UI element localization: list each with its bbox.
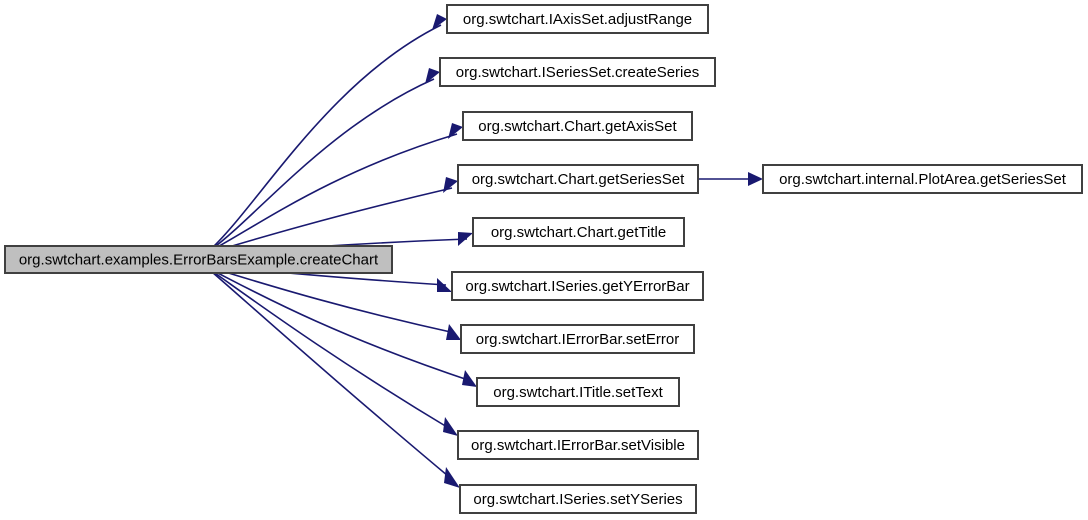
edge-layer: [211, 14, 763, 488]
arrowhead-icon: [448, 123, 463, 139]
node-label: org.swtchart.Chart.getSeriesSet: [472, 171, 685, 188]
graph-node-setYSeries[interactable]: org.swtchart.ISeries.setYSeries: [459, 484, 697, 514]
node-label: org.swtchart.ISeries.getYErrorBar: [465, 278, 689, 295]
node-box[interactable]: [762, 164, 1083, 194]
call-edge-root-to-setVisible: [211, 270, 458, 436]
arrowhead-icon: [458, 232, 473, 246]
node-box[interactable]: [472, 217, 685, 247]
node-label: org.swtchart.ISeriesSet.createSeries: [456, 64, 699, 81]
node-box[interactable]: [462, 111, 693, 141]
graph-node-createSeries[interactable]: org.swtchart.ISeriesSet.createSeries: [439, 57, 716, 87]
node-label: org.swtchart.internal.PlotArea.getSeries…: [779, 171, 1067, 188]
edge-line: [211, 78, 435, 250]
node-label: org.swtchart.Chart.getTitle: [491, 224, 666, 241]
graph-node-getAxisSet[interactable]: org.swtchart.Chart.getAxisSet: [462, 111, 693, 141]
arrowhead-icon: [425, 68, 440, 84]
node-label: org.swtchart.ITitle.setText: [493, 384, 663, 401]
node-box[interactable]: [451, 271, 704, 301]
graph-node-setError[interactable]: org.swtchart.IErrorBar.setError: [460, 324, 695, 354]
graph-node-getTitle[interactable]: org.swtchart.Chart.getTitle: [472, 217, 685, 247]
arrowhead-icon: [446, 324, 461, 340]
edge-line: [211, 267, 456, 334]
call-edge-root-to-getAxisSet: [211, 123, 463, 251]
node-layer: org.swtchart.examples.ErrorBarsExample.c…: [4, 4, 1083, 514]
call-edge-root-to-setText: [211, 269, 477, 387]
focus-node-box[interactable]: [4, 245, 393, 274]
node-label: org.swtchart.IErrorBar.setError: [476, 331, 679, 348]
graph-node-plotAreaGetSeriesSet[interactable]: org.swtchart.internal.PlotArea.getSeries…: [762, 164, 1083, 194]
arrowhead-icon: [432, 14, 447, 30]
node-box[interactable]: [439, 57, 716, 87]
edge-line: [211, 24, 442, 249]
node-label: org.swtchart.IAxisSet.adjustRange: [463, 11, 692, 28]
arrowhead-icon: [443, 177, 458, 193]
graph-node-setText[interactable]: org.swtchart.ITitle.setText: [476, 377, 680, 407]
edge-line: [211, 269, 472, 382]
arrowhead-icon: [462, 370, 477, 387]
call-edge-root-to-createSeries: [211, 68, 440, 250]
graph-node-adjustRange[interactable]: org.swtchart.IAxisSet.adjustRange: [446, 4, 709, 34]
edge-line: [211, 133, 458, 251]
node-box[interactable]: [459, 484, 697, 514]
node-box[interactable]: [446, 4, 709, 34]
call-edge-root-to-adjustRange: [211, 14, 447, 249]
arrowhead-icon: [748, 172, 763, 186]
graph-node-getYErrorBar[interactable]: org.swtchart.ISeries.getYErrorBar: [451, 271, 704, 301]
graph-node-root[interactable]: org.swtchart.examples.ErrorBarsExample.c…: [4, 245, 393, 274]
arrowhead-icon: [444, 467, 460, 488]
node-label: org.swtchart.Chart.getAxisSet: [478, 118, 677, 135]
edge-line: [211, 271, 455, 482]
call-edge-root-to-setYSeries: [211, 271, 460, 488]
node-label: org.swtchart.ISeries.setYSeries: [473, 491, 682, 508]
graph-node-setVisible[interactable]: org.swtchart.IErrorBar.setVisible: [457, 430, 699, 460]
graph-node-getSeriesSet[interactable]: org.swtchart.Chart.getSeriesSet: [457, 164, 699, 194]
node-label: org.swtchart.examples.ErrorBarsExample.c…: [19, 251, 379, 268]
edge-line: [211, 270, 453, 431]
node-label: org.swtchart.IErrorBar.setVisible: [471, 437, 685, 454]
call-edge-getSeriesSet-to-plotAreaGetSeriesSet: [698, 172, 763, 186]
node-box[interactable]: [460, 324, 695, 354]
arrowhead-icon: [443, 417, 458, 436]
node-box[interactable]: [457, 430, 699, 460]
node-box[interactable]: [457, 164, 699, 194]
arrowhead-icon: [437, 278, 452, 292]
node-box[interactable]: [476, 377, 680, 407]
edge-line: [211, 187, 453, 253]
